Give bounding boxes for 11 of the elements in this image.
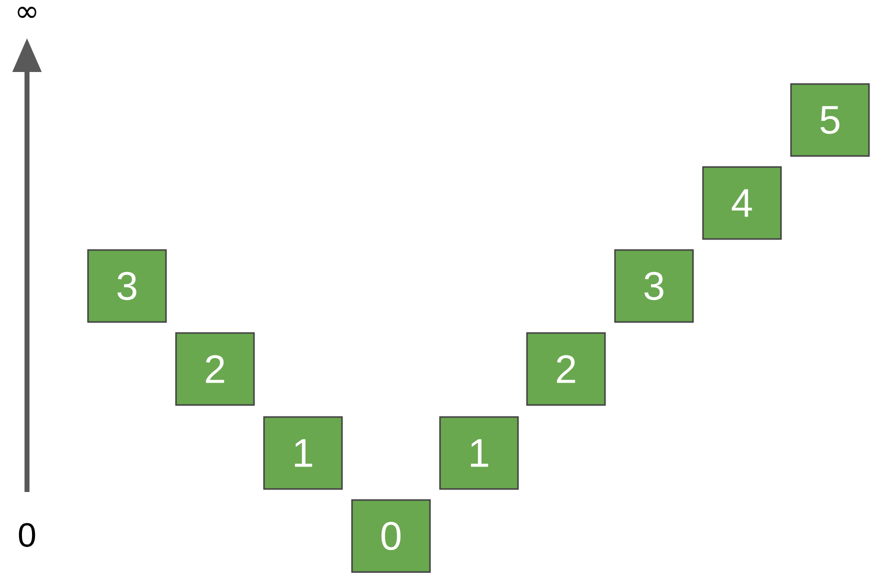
number-box: 1: [263, 416, 343, 490]
number-box: 1: [439, 416, 519, 490]
number-box: 2: [175, 332, 255, 406]
number-box: 3: [614, 249, 694, 323]
number-box: 5: [790, 83, 870, 157]
axis-label: 0: [18, 523, 36, 547]
number-box: 4: [702, 166, 782, 240]
number-box: 2: [526, 332, 606, 406]
number-box: 0: [351, 499, 431, 573]
number-box: 3: [87, 249, 167, 323]
axis-label: ∞: [18, 6, 36, 18]
